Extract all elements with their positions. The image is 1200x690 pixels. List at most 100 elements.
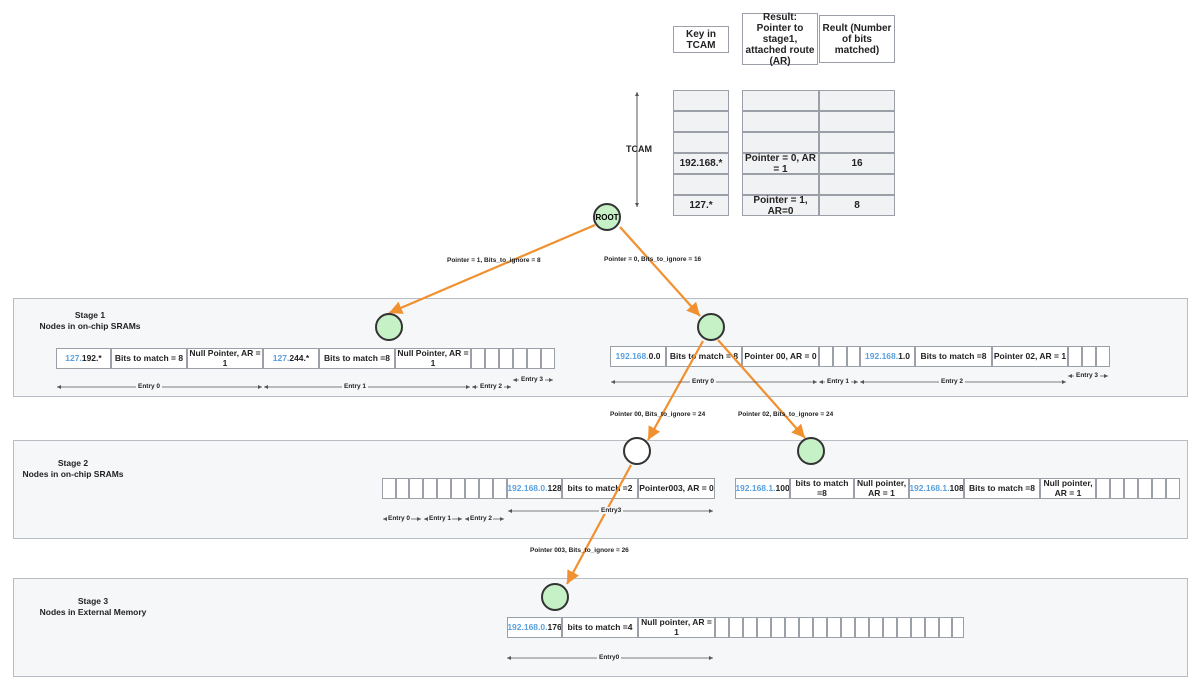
tcam-key-0 (673, 90, 729, 111)
s1-right-bits-0: Bits to match = 8 (666, 346, 742, 367)
s3-entry-0-label: Entry0 (597, 654, 622, 661)
edge-s1-to-s2-right (717, 339, 806, 439)
edge-label-root-left: Pointer = 1, Bits_to_ignore = 8 (447, 257, 541, 264)
s3-empty (743, 617, 757, 638)
s1-right-prefix-1-blue: 192.168. (865, 350, 899, 361)
s3-empty (869, 617, 883, 638)
edge-label-root-right: Pointer = 0, Bits_to_ignore = 16 (604, 256, 702, 263)
root-node (593, 203, 621, 231)
tcam-pointer-0 (742, 90, 819, 111)
s3-empty (952, 617, 964, 638)
stage-1-right-node (697, 313, 725, 341)
s2-left-empty (382, 478, 396, 499)
s2-left-bits-0: bits to match =2 (562, 478, 638, 499)
s3-empty (785, 617, 799, 638)
s1-left-empty (485, 348, 499, 369)
s2-right-prefix-0-rest: 100 (775, 482, 790, 493)
stage-1-left-node (375, 313, 403, 341)
s2-left-empty (423, 478, 437, 499)
s2-right-prefix-1-rest: 108 (949, 482, 964, 493)
s2-right-pointer-0: Null pointer, AR = 1 (854, 478, 909, 499)
s2-left-empty (437, 478, 451, 499)
s3-empty (813, 617, 827, 638)
s2-right-empty (1110, 478, 1124, 499)
s1-right-prefix-0-rest: 0.0 (648, 350, 661, 361)
s2-right-empty (1124, 478, 1138, 499)
s1-left-entry-0-label: Entry 0 (136, 383, 163, 390)
header-key-in-tcam: Key in TCAM (673, 26, 729, 53)
s1-right-prefix-1: 192.168.1.0 (860, 346, 915, 367)
s1-left-prefix-1: 127.244.* (263, 348, 319, 369)
tcam-bits-0 (819, 90, 895, 111)
s3-empty (925, 617, 939, 638)
s2-left-empty (465, 478, 479, 499)
s1-right-empty (819, 346, 833, 367)
tcam-key-4 (673, 174, 729, 195)
s2-left-empty (396, 478, 409, 499)
edge-label-s2-to-s3: Pointer 003, Bits_to_ignore = 26 (530, 547, 629, 554)
s2-left-prefix-0-blue: 192.168.0. (507, 482, 548, 493)
s1-left-pointer-0: Null Pointer, AR = 1 (187, 348, 263, 369)
s2-right-empty (1152, 478, 1166, 499)
s2-left-pointer-0: Pointer003, AR = 0 (638, 478, 715, 499)
s1-right-empty (833, 346, 847, 367)
s2-right-empty (1096, 478, 1110, 499)
s2-left-entry-3-label: Entry3 (599, 507, 624, 514)
edge-root-to-s1-right (619, 226, 701, 317)
s2-left-prefix-0-rest: 128 (547, 482, 562, 493)
stage-2-left-node (623, 437, 651, 465)
s2-left-entry-0-label: Entry 0 (387, 515, 412, 522)
root-label: ROOT (595, 213, 618, 222)
stage-2-right-node (797, 437, 825, 465)
edge-s1-to-s2-left (647, 340, 704, 441)
s2-left-entry-2-label: Entry 2 (469, 515, 494, 522)
s3-empty (827, 617, 841, 638)
s2-right-bits-1: Bits to match =8 (964, 478, 1040, 499)
s1-right-empty (1082, 346, 1096, 367)
s2-right-pointer-1: Null pointer, AR = 1 (1040, 478, 1096, 499)
s2-right-prefix-0: 192.168.1.100 (735, 478, 790, 499)
stage-3-title: Stage 3 Nodes in External Memory (28, 596, 158, 618)
s3-prefix-0: 192.168.0.176 (507, 617, 562, 638)
tcam-bits-3: 16 (819, 153, 895, 174)
s1-left-entry-2-label: Entry 2 (478, 383, 505, 390)
tcam-key-5: 127.* (673, 195, 729, 216)
stage-1-subtitle: Nodes in on-chip SRAMs (39, 321, 141, 331)
tcam-bits-5: 8 (819, 195, 895, 216)
s1-left-entry-1-label: Entry 1 (342, 383, 369, 390)
s3-empty (911, 617, 925, 638)
header-result-pointer: Result: Pointer to stage1, attached rout… (742, 12, 818, 67)
stage-1-title: Stage 1 Nodes in on-chip SRAMs (25, 310, 155, 332)
s3-empty (729, 617, 743, 638)
tcam-key-2 (673, 132, 729, 153)
s1-right-entry-arrows (611, 374, 1108, 384)
s1-right-prefix-0-blue: 192.168. (615, 350, 649, 361)
tcam-key-1 (673, 111, 729, 132)
s2-right-bits-0: bits to match =8 (790, 478, 854, 499)
s1-right-prefix-1-rest: 1.0 (898, 350, 910, 361)
s1-left-bits-1: Bits to match =8 (319, 348, 395, 369)
header-result-bits: Reult (Number of bits matched) (819, 15, 895, 63)
tcam-pointer-5: Pointer = 1, AR=0 (742, 195, 819, 217)
s2-right-prefix-0-blue: 192.168.1. (735, 482, 776, 493)
s1-right-pointer-1: Pointer 02, AR = 1 (992, 346, 1068, 367)
s2-left-empty (493, 478, 507, 499)
s3-empty (883, 617, 897, 638)
s1-left-empty (513, 348, 527, 369)
s1-right-prefix-0: 192.168.0.0 (610, 346, 666, 367)
s1-left-pointer-1: Null Pointer, AR = 1 (395, 348, 471, 369)
s1-left-empty (499, 348, 513, 369)
tcam-bits-1 (819, 111, 895, 132)
s2-left-entry-1-label: Entry 1 (428, 515, 453, 522)
s3-empty (715, 617, 729, 638)
s1-right-entry-2-label: Entry 2 (939, 378, 966, 385)
s1-left-entry-3-label: Entry 3 (519, 376, 546, 383)
s2-left-empty (451, 478, 465, 499)
tcam-pointer-4 (742, 174, 819, 195)
s3-empty (799, 617, 813, 638)
s3-bits-0: bits to match =4 (562, 617, 638, 638)
s3-prefix-0-blue: 192.168.0. (507, 621, 548, 632)
s3-prefix-0-rest: 176 (547, 621, 562, 632)
stage-2-title: Stage 2 Nodes in on-chip SRAMs (8, 458, 138, 480)
tcam-pointer-3: Pointer = 0, AR = 1 (742, 153, 819, 175)
